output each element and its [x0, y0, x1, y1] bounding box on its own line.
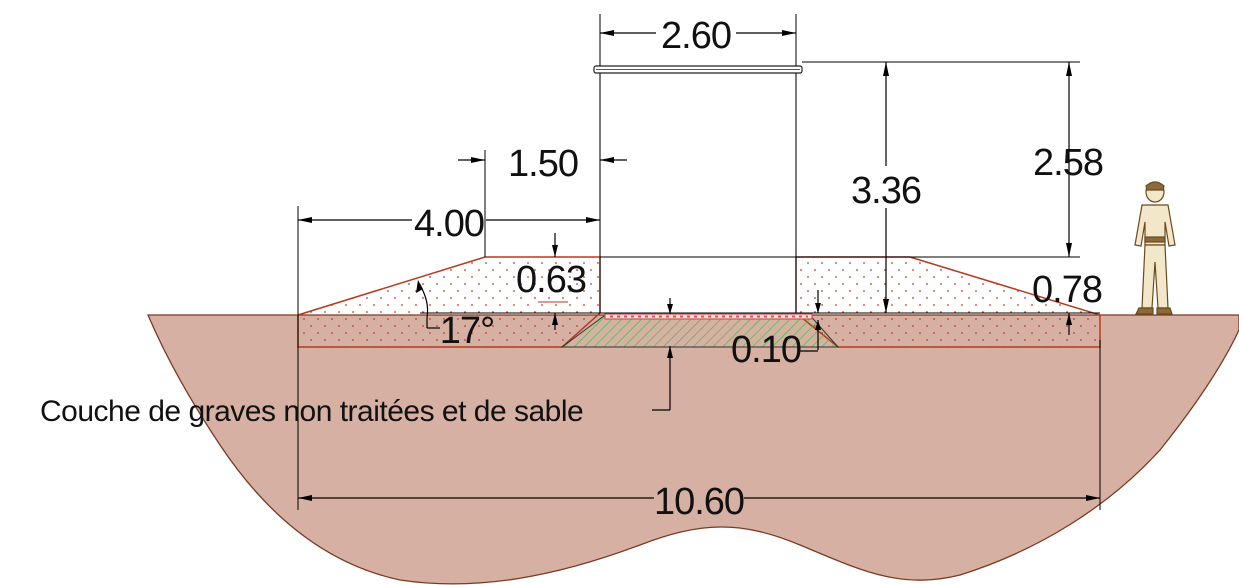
dimension-tank-width: 2.60 [600, 15, 796, 57]
person-icon [1134, 181, 1176, 315]
gravel-layer-callout: Couche de graves non traitées et de sabl… [40, 346, 673, 428]
dimension-fill-height-right: 0.78 [1032, 269, 1103, 335]
dimension-slope-angle: 17° [416, 280, 495, 352]
dim-label-0-10: 0.10 [731, 329, 801, 371]
dimension-fill-height-left: 0.63 [516, 233, 587, 330]
dim-label-0-78: 0.78 [1032, 269, 1102, 311]
dim-label-10-60: 10.60 [654, 481, 744, 523]
dim-label-0-63: 0.63 [516, 259, 586, 301]
dim-label-2-58: 2.58 [1033, 142, 1103, 184]
dimension-total-height: 3.36 [851, 62, 922, 313]
dimension-offset-width: 1.50 [458, 143, 627, 185]
ground-profile [147, 314, 1239, 585]
dim-label-2-60: 2.60 [661, 15, 731, 57]
dim-label-3-36: 3.36 [851, 170, 921, 212]
dim-label-4-00: 4.00 [414, 203, 484, 245]
gravel-layer-label: Couche de graves non traitées et de sabl… [40, 395, 583, 428]
tank [593, 65, 803, 313]
dimension-embankment-width: 4.00 [298, 203, 600, 245]
dimension-total-width: 10.60 [298, 481, 1100, 523]
dim-label-17-deg: 17° [440, 310, 494, 352]
dimension-tank-above-fill: 2.58 [1033, 62, 1104, 257]
dimension-gravel-thickness: 0.10 [667, 290, 821, 371]
dim-label-1-50: 1.50 [508, 143, 578, 185]
